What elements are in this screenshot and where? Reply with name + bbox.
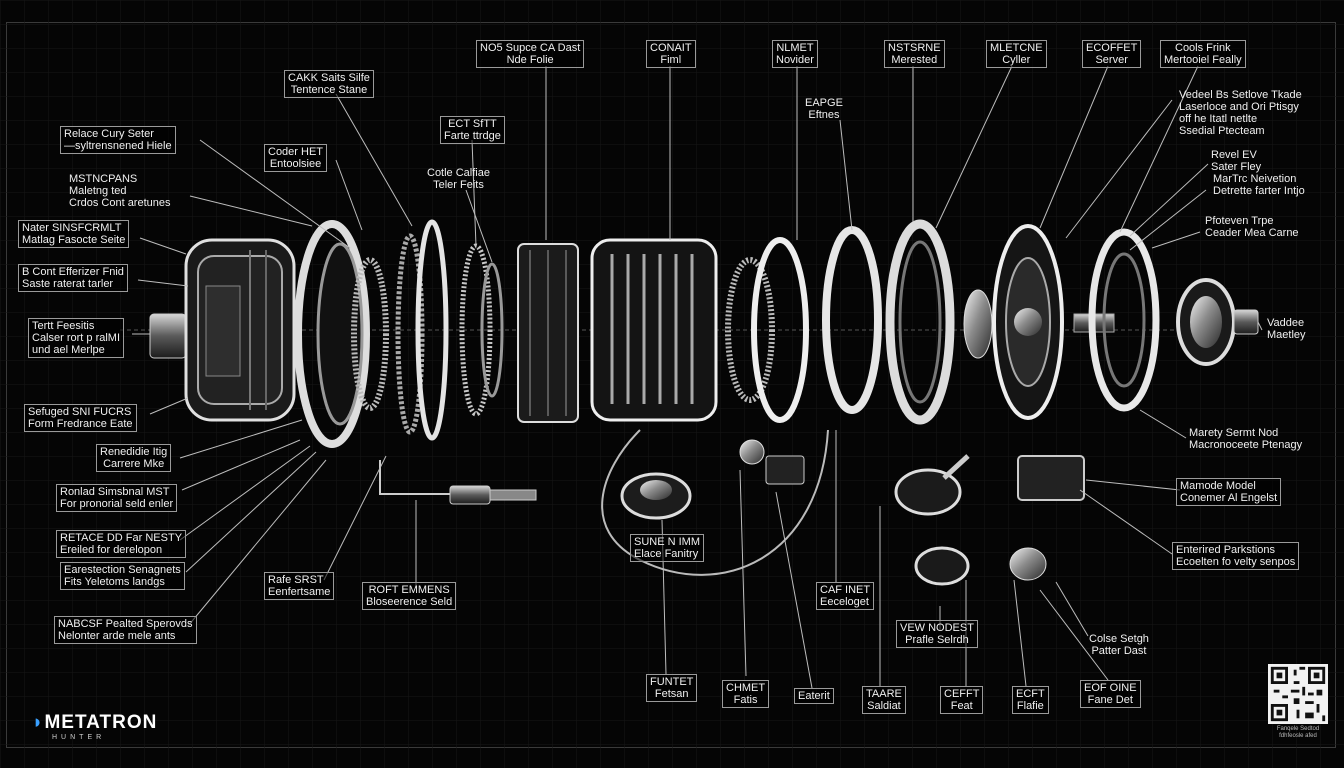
brand-mark-icon: ◗	[32, 712, 45, 733]
qr-code[interactable]	[1268, 664, 1328, 724]
brand-name: METATRON	[44, 712, 158, 733]
stator-core	[590, 238, 718, 422]
impeller	[992, 224, 1064, 420]
motor-housing	[149, 238, 296, 422]
brand-tagline: HUNTER	[52, 734, 106, 741]
brand-logo: ◗METATRON HUNTER	[32, 712, 157, 741]
gear-cage	[517, 243, 579, 423]
qr-caption: Fanqele Sedtod fdhfeosle afed	[1276, 726, 1320, 739]
part-label: Relace Cury Seter—syltrensnened Hiele	[60, 126, 176, 154]
part-label: Eaterit	[794, 688, 834, 704]
